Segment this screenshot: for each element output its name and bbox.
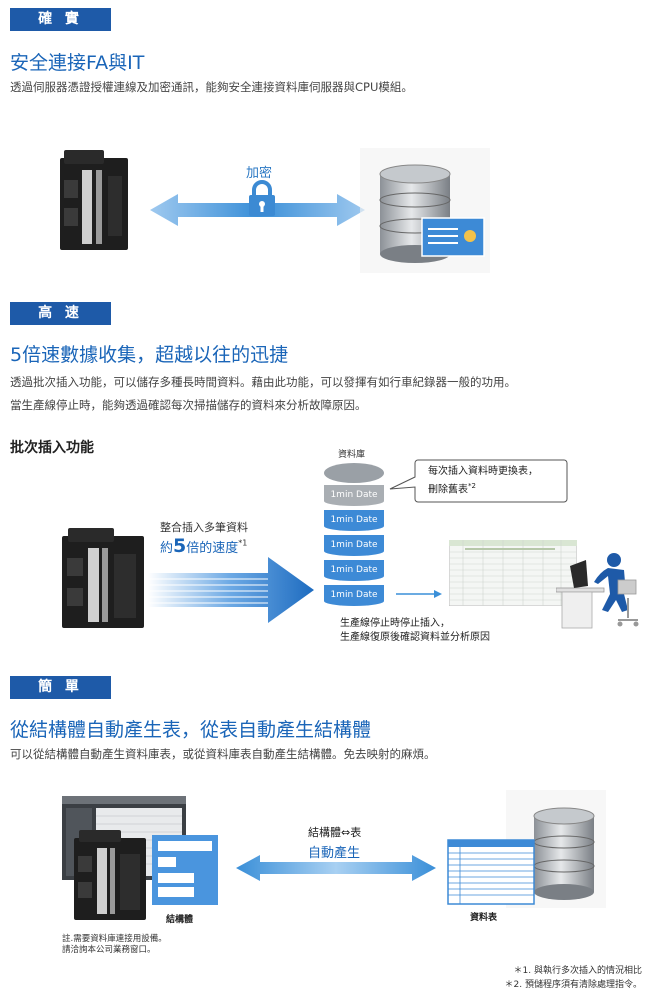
database-top <box>324 463 384 483</box>
controller-image <box>60 150 128 250</box>
section-paragraph-fast-1: 透過批次插入功能，可以儲存多種長時間資料。藉由此功能，可以發揮有如行車紀錄器一般… <box>10 375 516 389</box>
to-spreadsheet-arrow <box>396 590 442 598</box>
database-row: 1min Date <box>324 560 384 581</box>
section-tag-reliable: 確 實 <box>10 8 111 31</box>
spreadsheet-image <box>449 540 577 606</box>
section-tag-fast: 高 速 <box>10 302 111 325</box>
person-at-desk-icon <box>556 553 639 629</box>
speed-arrow <box>148 557 314 623</box>
lock-icon <box>249 180 275 216</box>
controller-image <box>62 528 144 628</box>
database-row: 1min Date <box>324 485 384 506</box>
section-heading-simple: 從結構體自動產生表，從表自動產生結構體 <box>10 719 372 741</box>
database-label: 資料庫 <box>338 450 366 460</box>
collect-label: 整合插入多筆資料 <box>160 521 248 534</box>
controller-image <box>74 830 146 920</box>
footnote-2: ＊2. 預儲程序須有清除處理指令。 <box>504 980 642 990</box>
section-heading-secure: 安全連接FA與IT <box>10 52 145 74</box>
auto-generate-arrow <box>236 855 436 881</box>
bubble-line-1: 每次插入資料時更換表， <box>428 466 538 477</box>
database-table-server-icon <box>447 790 606 908</box>
connection-note: 註.需要資料庫連接用設備。 請洽詢本公司業務窗口。 <box>62 934 167 956</box>
struct-label: 結構體 <box>166 915 194 925</box>
encryption-label: 加密 <box>246 166 273 181</box>
speed-footnote-mark: *1 <box>238 538 248 548</box>
database-row: 1min Date <box>324 510 384 531</box>
stop-text-line-1: 生產線停止時停止插入， <box>340 618 450 629</box>
table-label: 資料表 <box>470 913 498 923</box>
bubble-line-2: 刪除舊表*2 <box>428 482 476 496</box>
speed-prefix: 約 <box>160 541 174 556</box>
connection-note-line-1: 註.需要資料庫連接用設備。 <box>62 934 167 944</box>
database-row: 1min Date <box>324 535 384 556</box>
auto-generate-top-label: 結構體⇔表 <box>308 826 362 839</box>
speed-label: 約5倍的速度*1 <box>160 535 247 557</box>
footnote-1: ＊1. 與執行多次插入的情況相比 <box>513 966 642 976</box>
batch-insert-subheading: 批次插入功能 <box>10 440 94 456</box>
database-server-icon <box>360 148 490 273</box>
auto-generate-bottom-label: 自動產生 <box>308 846 361 861</box>
struct-panel-icon <box>152 835 218 905</box>
stop-text-line-2: 生產線復原後確認資料並分析原因 <box>340 632 490 643</box>
section-paragraph-secure: 透過伺服器憑證授權連線及加密通訊，能夠安全連接資料庫伺服器與CPU模組。 <box>10 80 413 94</box>
database-stack: 1min Date 1min Date 1min Date 1min Date … <box>324 463 384 613</box>
section-paragraph-simple: 可以從結構體自動產生資料庫表，或從資料庫表自動產生結構體。免去映射的麻煩。 <box>10 747 436 761</box>
speed-number: 5 <box>173 535 187 557</box>
speed-suffix: 倍的速度 <box>186 541 239 556</box>
section-heading-fast: 5倍速數據收集，超越以往的迅捷 <box>10 344 289 366</box>
section-tag-simple: 簡 單 <box>10 676 111 699</box>
stop-text: 生產線停止時停止插入， 生產線復原後確認資料並分析原因 <box>340 617 490 645</box>
bubble-text: 每次插入資料時更換表， 刪除舊表*2 <box>428 465 538 497</box>
section-paragraph-fast-2: 當生產線停止時，能夠透過確認每次掃描儲存的資料來分析故障原因。 <box>10 398 367 412</box>
database-row: 1min Date <box>324 585 384 606</box>
bubble-shape <box>389 459 568 503</box>
connection-note-line-2: 請洽詢本公司業務窗口。 <box>62 945 156 955</box>
